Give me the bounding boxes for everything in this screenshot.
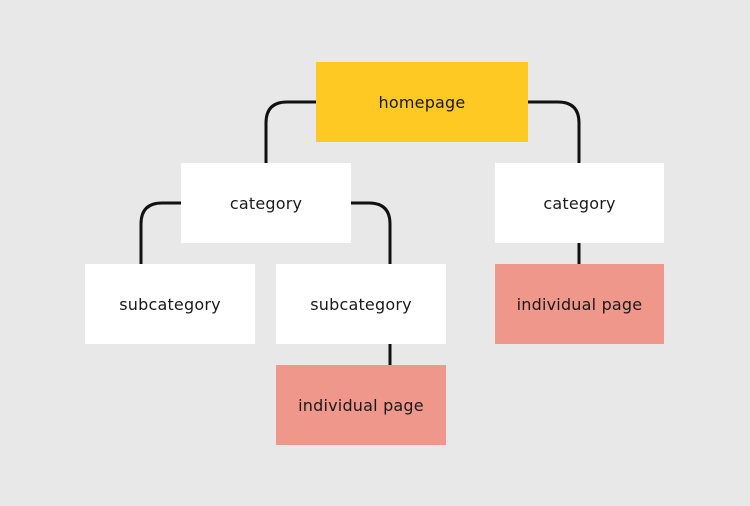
homepage-label: homepage <box>378 92 466 112</box>
subcategory-node-left: subcategory <box>85 264 255 344</box>
connector-homepage-to-category-left <box>264 100 316 163</box>
homepage-node: homepage <box>316 62 528 142</box>
subcategory-node-right: subcategory <box>276 264 446 344</box>
individual-page-node-bottom: individual page <box>276 365 446 445</box>
subcategory-label: subcategory <box>119 294 221 314</box>
connector-category-to-subcategory-right <box>351 201 392 264</box>
category-label: category <box>543 193 616 213</box>
connector-category-to-subcategory-left <box>139 201 181 264</box>
category-node-right: category <box>495 163 664 243</box>
category-node-left: category <box>181 163 351 243</box>
individual-page-label: individual page <box>516 294 643 314</box>
individual-page-label: individual page <box>298 395 424 415</box>
connector-homepage-to-category-right <box>528 100 581 163</box>
subcategory-label: subcategory <box>310 294 412 314</box>
individual-page-node-right: individual page <box>495 264 664 344</box>
category-label: category <box>229 193 303 213</box>
